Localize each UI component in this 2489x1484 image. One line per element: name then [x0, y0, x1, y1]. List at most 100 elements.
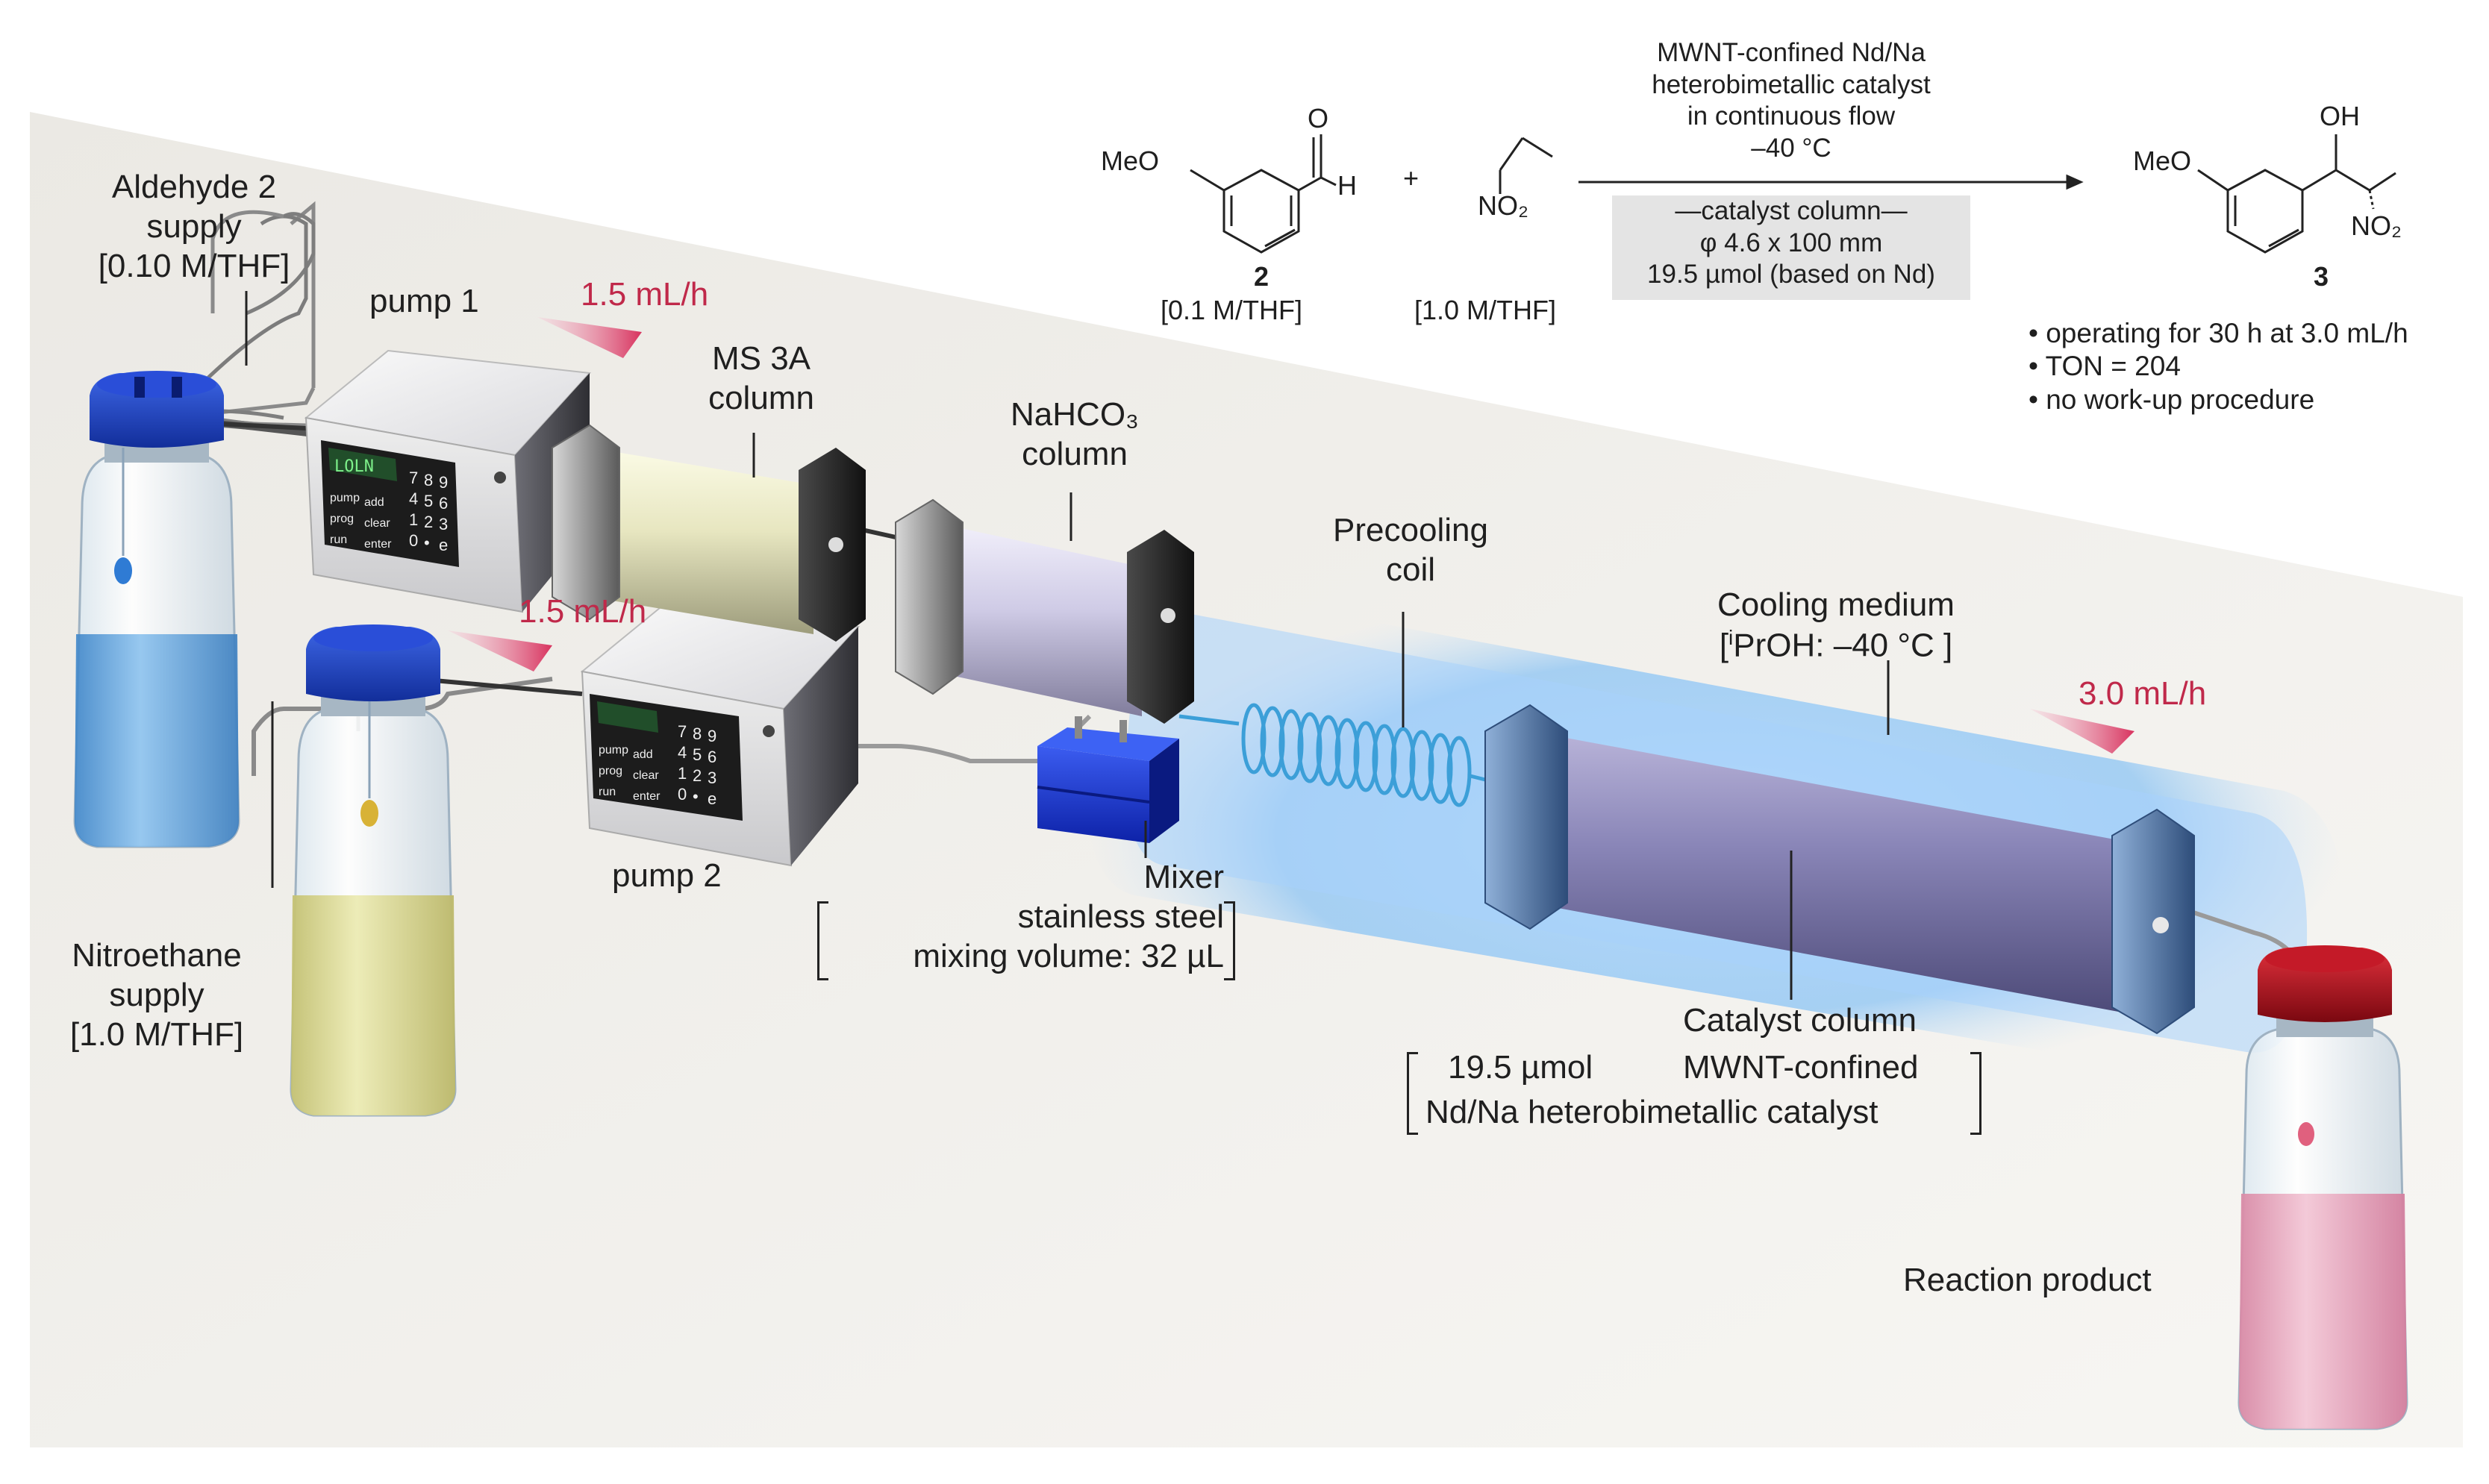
product-structure — [2197, 134, 2396, 254]
pump-1-btn-enter: enter — [364, 538, 392, 551]
nahco3-line1: NaHCO₃ — [1011, 396, 1139, 433]
aldehyde-sub: supply — [146, 207, 242, 245]
mixer-bracket-left — [817, 901, 828, 980]
cond-line3: in continuous flow — [1687, 101, 1896, 131]
catalyst-column-title: Catalyst column — [1683, 1002, 1917, 1039]
aldehyde-structure — [1190, 134, 1337, 254]
panel-label: e — [439, 536, 448, 554]
compound-3-label: 3 — [2314, 261, 2329, 292]
result-bullets: • operating for 30 h at 3.0 mL/h • TON =… — [2029, 317, 2408, 416]
pump-1-btn-add: add — [364, 496, 384, 509]
panel-label: 2 — [424, 513, 433, 531]
ms3a-line1: MS 3A — [711, 340, 811, 377]
pump2-to-mixer — [791, 714, 1092, 763]
panel-label: 5 — [424, 492, 433, 510]
aldehyde-title: Aldehyde 2 — [111, 169, 277, 205]
pump-1-btn-clear: clear — [364, 517, 390, 530]
panel-label: 3 — [439, 515, 448, 533]
ms3a-column — [552, 424, 866, 642]
pump-2-btn-enter: enter — [633, 790, 660, 803]
aldehyde-conc: [0.10 M/THF] — [98, 247, 290, 284]
precooling-label: Precooling coil — [1314, 511, 1508, 590]
mixer-line1: Mixer — [1143, 859, 1224, 895]
catalyst-desc: Nd/Na heterobimetallic catalyst — [1425, 1094, 1879, 1130]
nahco3-label: NaHCO₃ column — [985, 395, 1164, 475]
flow-arrow-2 — [448, 630, 552, 671]
reaction-conditions: MWNT-confined Nd/Na heterobimetallic cat… — [1590, 37, 1993, 165]
panel-label: • — [693, 787, 699, 806]
meo-right: MeO — [2133, 145, 2192, 176]
box-line2: φ 4.6 x 100 mm — [1699, 228, 1883, 257]
panel-label: 7 — [678, 722, 687, 741]
nitroethane-structure — [1499, 137, 1553, 194]
reaction-scheme — [1190, 134, 2396, 254]
flow-arrow-3 — [2030, 709, 2134, 754]
panel-label: 0 — [409, 531, 418, 550]
aldehyde-supply-label: Aldehyde 2 supply [0.10 M/THF] — [75, 168, 313, 286]
panel-label: 9 — [708, 727, 716, 745]
pump-1-btn-run: run — [330, 533, 347, 546]
nitroethane-bottle — [290, 624, 457, 1117]
nitro-sub: supply — [109, 976, 204, 1013]
panel-label: 9 — [439, 473, 448, 492]
cooling-line2: [iPrOH: –40 °C ] — [1719, 625, 1953, 664]
mixer-bracket-right — [1224, 901, 1235, 980]
aldehyde-bottle — [73, 371, 240, 848]
cond-line4: –40 °C — [1751, 134, 1831, 163]
catalyst-box-text: —catalyst column— φ 4.6 x 100 mm 19.5 µm… — [1612, 195, 1970, 291]
catalyst-bracket-right — [1970, 1052, 1981, 1135]
pump-1-label: pump 1 — [369, 283, 479, 319]
meo-left: MeO — [1101, 145, 1160, 176]
pump-2-btn-run: run — [599, 786, 616, 798]
mixer-line2: stainless steel — [1017, 898, 1224, 935]
panel-label: 3 — [708, 768, 716, 787]
mixer-label: Mixer stainless steel mixing volume: 32 … — [821, 858, 1224, 976]
panel-label: 4 — [678, 743, 687, 762]
pump-2-btn-add: add — [633, 748, 653, 761]
pump-2-label: pump 2 — [612, 857, 722, 894]
panel-label: e — [708, 789, 716, 808]
nahco3-line2: column — [1022, 435, 1128, 472]
bullet-3: • no work-up procedure — [2029, 383, 2315, 415]
nitroethane-no2: NO₂ — [1478, 190, 1528, 221]
panel-label: 6 — [439, 494, 448, 513]
compound-2-conc: [0.1 M/THF] — [1161, 295, 1303, 325]
pump-2-btn-clear: clear — [633, 769, 659, 782]
precool-line1: Precooling — [1333, 512, 1488, 548]
pump-2-btn-prog: prog — [599, 765, 622, 777]
bullet-2: • TON = 204 — [2029, 351, 2181, 382]
nitro-title: Nitroethane — [72, 937, 242, 974]
cooling-line1: Cooling medium — [1717, 586, 1955, 623]
panel-label: 7 — [409, 469, 418, 487]
cond-line1: MWNT-confined Nd/Na — [1657, 38, 1926, 67]
ms3a-line2: column — [708, 379, 814, 416]
panel-label: • — [424, 533, 430, 552]
panel-label: 6 — [708, 748, 716, 766]
panel-label: 2 — [693, 766, 702, 785]
flow-arrow-1 — [537, 317, 642, 358]
rate-2: 1.5 mL/h — [519, 593, 647, 630]
box-line1: —catalyst column— — [1675, 196, 1908, 225]
cooling-medium-label: Cooling medium [iPrOH: –40 °C ] — [1679, 586, 1993, 666]
mixer-line3: mixing volume: 32 µL — [913, 937, 1224, 974]
ms3a-label: MS 3A column — [675, 339, 847, 419]
pump-1-display: LOLN — [334, 457, 374, 476]
plus-sign: + — [1403, 163, 1420, 193]
product-no2: NO₂ — [2351, 210, 2402, 241]
catalyst-bracket-left — [1407, 1052, 1418, 1135]
panel-label: 1 — [409, 510, 418, 529]
box-line3: 19.5 µmol (based on Nd) — [1647, 260, 1935, 289]
panel-label: 0 — [678, 785, 687, 804]
precool-line2: coil — [1385, 551, 1436, 588]
nitro-conc: [1.0 M/THF] — [69, 1015, 244, 1053]
pump-1-btn-prog: prog — [330, 513, 354, 525]
catalyst-amount: 19.5 µmol — [1448, 1049, 1593, 1086]
aldehyde-o: O — [1308, 103, 1329, 134]
mixer — [1037, 716, 1179, 843]
nitro-to-pump2 — [417, 677, 583, 696]
